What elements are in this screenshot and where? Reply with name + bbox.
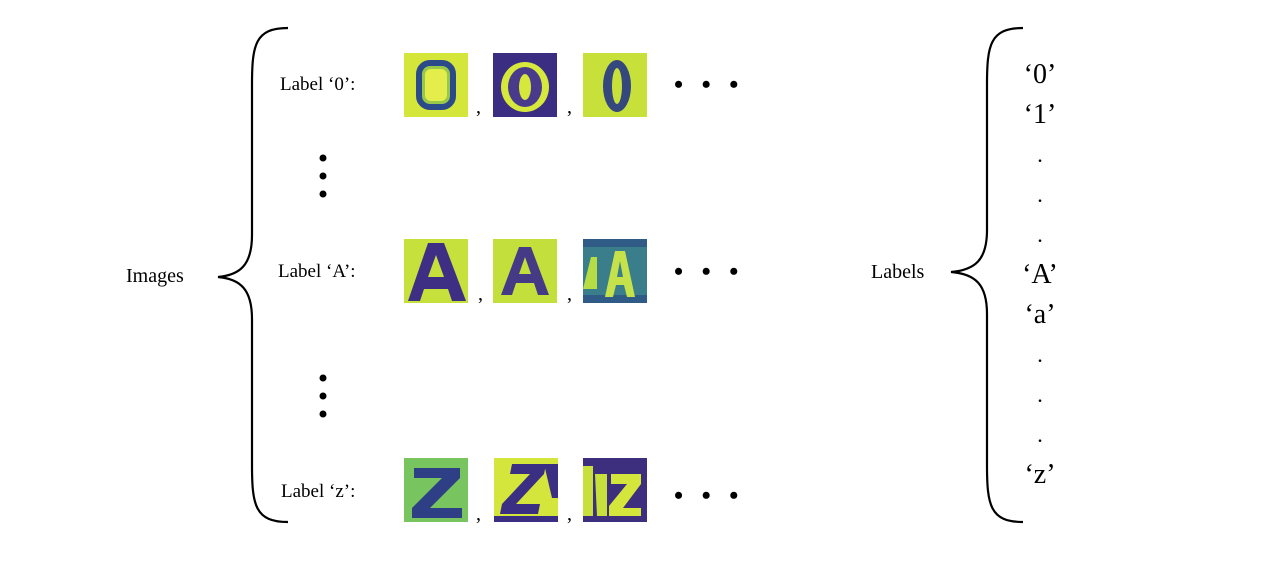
images-brace bbox=[217, 26, 289, 524]
label-item-dot: . bbox=[1037, 142, 1043, 167]
sample-image-2-c bbox=[583, 458, 647, 522]
sample-image-0-c bbox=[583, 53, 647, 117]
row-label-0: Label ‘0’: bbox=[280, 74, 356, 95]
label-item-dot: . bbox=[1037, 342, 1043, 367]
images-label: Images bbox=[126, 265, 184, 287]
sample-image-1-a bbox=[404, 239, 468, 303]
more-images-0: • • • bbox=[674, 70, 745, 99]
sample-image-0-b bbox=[493, 53, 557, 117]
label-item-0: ‘0’ bbox=[1023, 59, 1057, 90]
separator-0-a: , bbox=[476, 96, 481, 118]
vertical-ellipsis-1 bbox=[319, 154, 327, 198]
separator-2-a: , bbox=[476, 503, 481, 525]
sample-image-2-b bbox=[494, 458, 558, 522]
label-item-a: ‘a’ bbox=[1024, 299, 1056, 330]
label-item-1: ‘1’ bbox=[1023, 99, 1057, 130]
label-item-dot: . bbox=[1037, 182, 1043, 207]
separator-2-b: , bbox=[567, 503, 572, 525]
labels-label: Labels bbox=[871, 261, 925, 283]
separator-1-b: , bbox=[567, 283, 572, 305]
separator-0-b: , bbox=[567, 96, 572, 118]
sample-image-2-a bbox=[404, 458, 468, 522]
sample-image-1-c bbox=[583, 239, 647, 303]
label-item-dot: . bbox=[1037, 382, 1043, 407]
labels-brace bbox=[950, 26, 1024, 524]
label-list: ‘0’ ‘1’ . . . ‘A’ ‘a’ . . . ‘z’ bbox=[1000, 55, 1080, 495]
more-images-1: • • • bbox=[674, 257, 745, 286]
sample-image-1-b bbox=[493, 239, 557, 303]
more-images-2: • • • bbox=[674, 481, 745, 510]
separator-1-a: , bbox=[478, 283, 483, 305]
sample-image-0-a bbox=[404, 53, 468, 117]
label-item-dot: . bbox=[1037, 222, 1043, 247]
row-label-1: Label ‘A’: bbox=[278, 261, 356, 282]
label-item-A: ‘A’ bbox=[1022, 259, 1058, 290]
label-item-z: ‘z’ bbox=[1024, 459, 1056, 490]
row-label-2: Label ‘z’: bbox=[281, 481, 356, 502]
label-item-dot: . bbox=[1037, 422, 1043, 447]
vertical-ellipsis-2 bbox=[319, 374, 327, 418]
